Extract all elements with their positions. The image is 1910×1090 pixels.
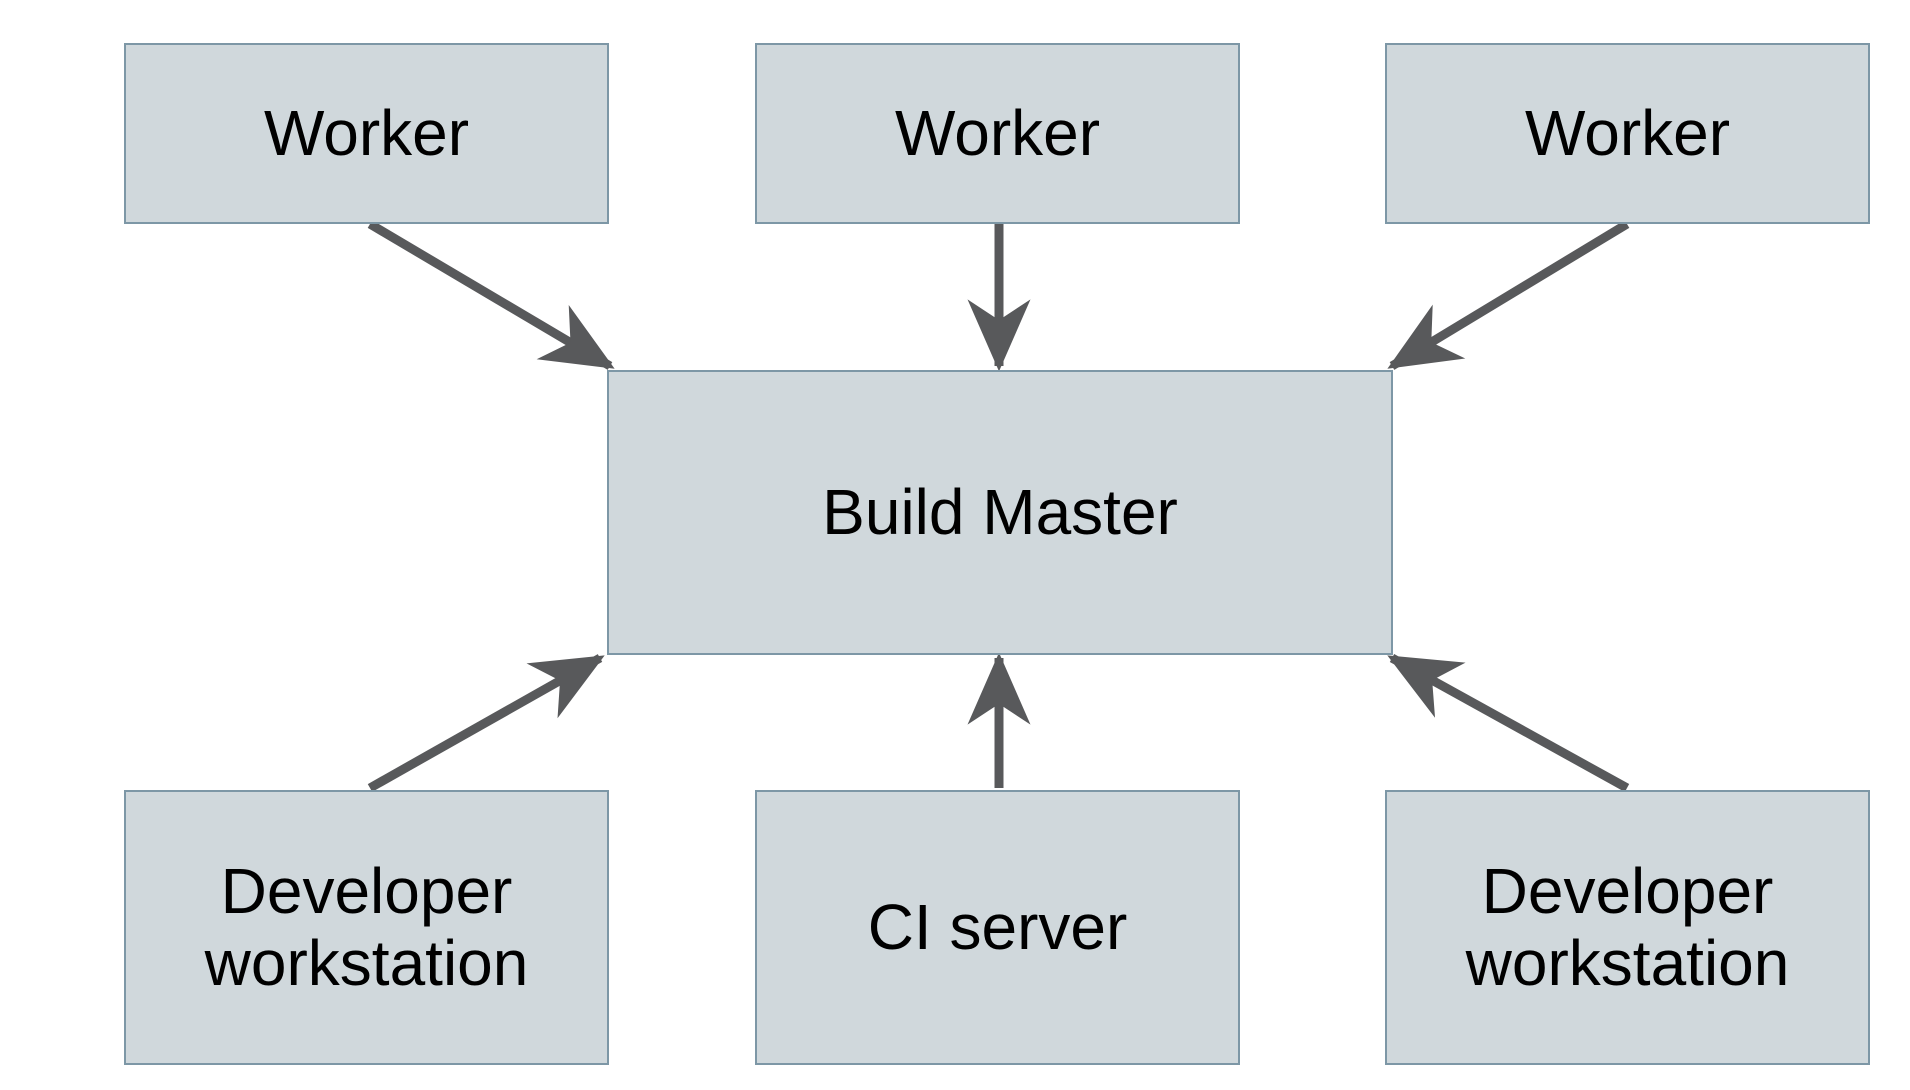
edge-worker3-to-master bbox=[1387, 220, 1630, 370]
node-worker-1-label: Worker bbox=[263, 96, 470, 169]
node-worker-3[interactable]: Worker bbox=[1385, 43, 1870, 224]
node-developer-workstation-left[interactable]: Developer workstation bbox=[124, 790, 609, 1065]
node-worker-2-label: Worker bbox=[894, 96, 1101, 169]
node-developer-workstation-right[interactable]: Developer workstation bbox=[1385, 790, 1870, 1065]
node-worker-3-label: Worker bbox=[1524, 96, 1731, 169]
edge-devleft-to-master bbox=[367, 654, 605, 792]
node-worker-2[interactable]: Worker bbox=[755, 43, 1240, 224]
node-developer-workstation-left-label: Developer workstation bbox=[204, 854, 529, 999]
edge-devright-to-master bbox=[1387, 654, 1630, 792]
node-ci-server-label: CI server bbox=[867, 890, 1128, 963]
edge-worker1-to-master bbox=[367, 220, 615, 370]
node-build-master[interactable]: Build Master bbox=[607, 370, 1393, 655]
node-worker-1[interactable]: Worker bbox=[124, 43, 609, 224]
node-build-master-label: Build Master bbox=[822, 475, 1178, 548]
node-ci-server[interactable]: CI server bbox=[755, 790, 1240, 1065]
node-developer-workstation-right-label: Developer workstation bbox=[1465, 854, 1790, 999]
